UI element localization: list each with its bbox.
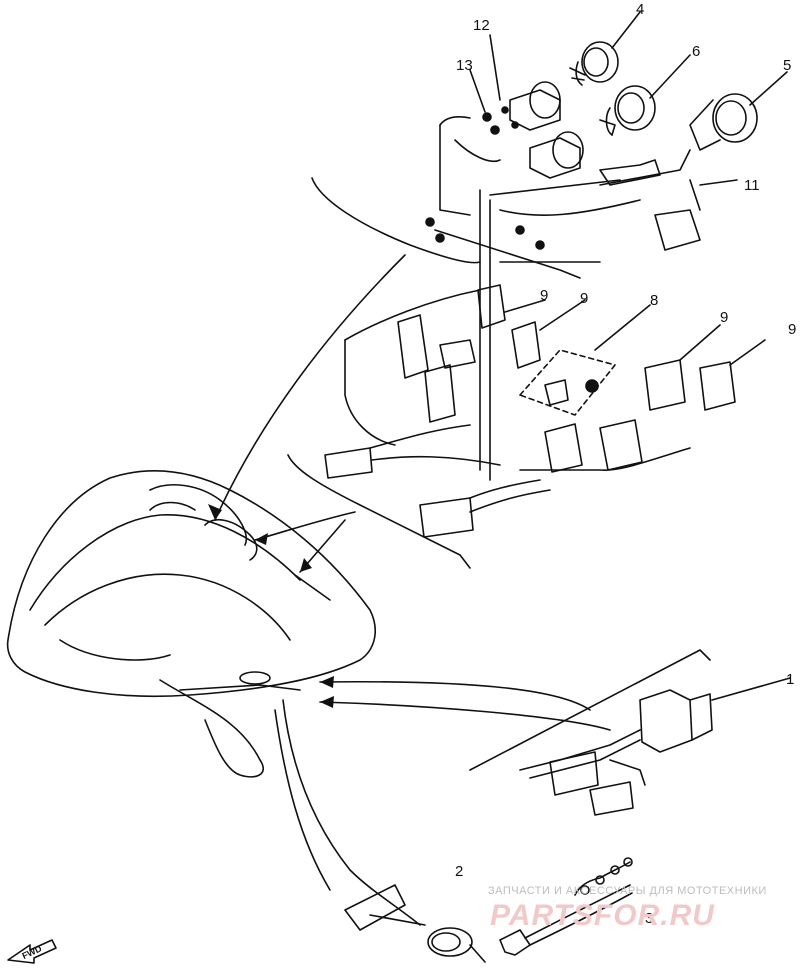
watermark-line2: PARTSFOR.RU <box>490 899 715 932</box>
relay-part-8 <box>519 349 616 416</box>
callout-13: 13 <box>456 57 473 74</box>
callout-1: 1 <box>786 671 794 688</box>
connector-blocks <box>397 284 736 473</box>
callout-9a: 9 <box>540 287 548 304</box>
gauge-wiring <box>479 149 701 481</box>
guide-lines <box>214 254 611 731</box>
arrowheads <box>208 504 334 708</box>
gauge-4 <box>569 41 619 86</box>
callout-9d: 9 <box>788 321 796 338</box>
callout-2: 2 <box>455 863 463 880</box>
callout-5: 5 <box>783 57 791 74</box>
callout-8: 8 <box>650 292 658 309</box>
callout-9c: 9 <box>720 309 728 326</box>
gauge-housing-upper <box>509 81 561 131</box>
gauge-6 <box>599 85 656 136</box>
gauge-5 <box>689 93 758 151</box>
callout-labels: 4 6 5 11 12 13 9 9 8 9 9 1 2 3 <box>455 1 796 927</box>
callout-12: 12 <box>473 17 490 34</box>
callout-3: 3 <box>645 910 653 927</box>
leader-lines <box>469 11 791 701</box>
upper-bracket <box>311 116 581 279</box>
middle-plate <box>287 261 691 569</box>
callout-9b: 9 <box>580 290 588 307</box>
watermark-line1: ЗАПЧАСТИ И АКСЕССУАРЫ ДЛЯ МОТОТЕХНИКИ <box>488 885 767 897</box>
callout-4: 4 <box>636 1 644 18</box>
gauge-housing-lower <box>529 131 584 179</box>
callout-11: 11 <box>744 177 760 194</box>
hull-body <box>6 470 376 778</box>
callout-6: 6 <box>692 43 700 60</box>
tool-wrench-3 <box>499 857 633 956</box>
bottom-switch-2 <box>274 699 486 963</box>
watermark: ЗАПЧАСТИ И АКСЕССУАРЫ ДЛЯ МОТОТЕХНИКИ PA… <box>488 885 767 932</box>
lower-right-plate <box>469 649 713 816</box>
harness-plugs <box>324 424 551 538</box>
fwd-arrow <box>7 939 57 964</box>
nuts-washers <box>425 106 545 250</box>
